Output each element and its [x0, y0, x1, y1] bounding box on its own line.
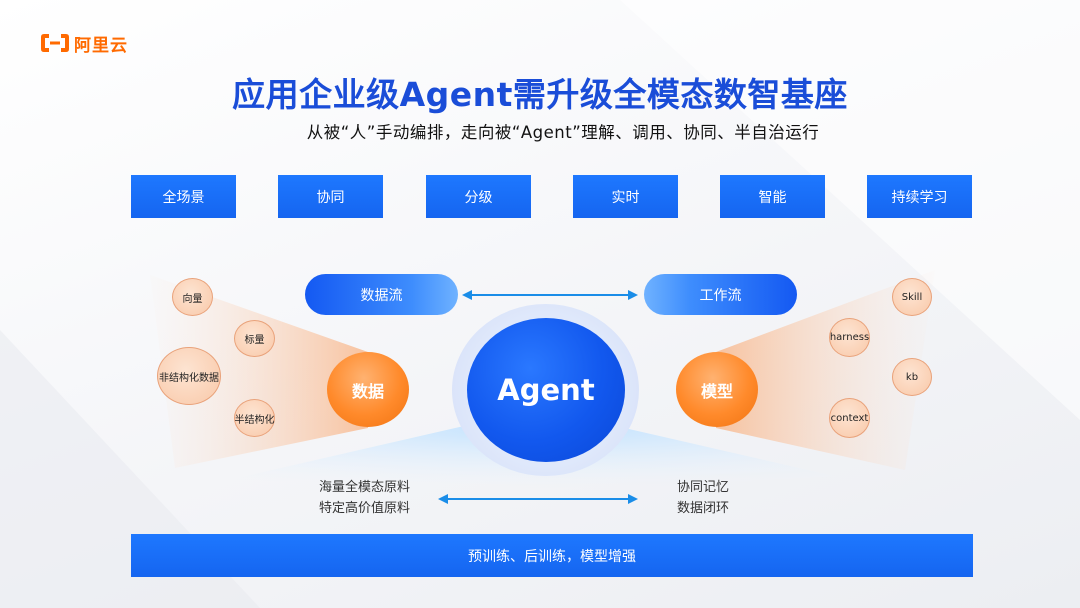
tag-continuous-learning: 持续学习	[867, 175, 972, 218]
memory-line-2: 数据闭环	[677, 501, 730, 516]
model-cone	[716, 270, 935, 470]
tag-collaboration: 协同	[278, 175, 383, 218]
bubble-vector: 向量	[172, 278, 213, 316]
memory-loop-labels: 协同记忆 数据闭环	[677, 477, 729, 519]
training-bar: 预训练、后训练，模型增强	[131, 534, 973, 577]
bubble-kb: kb	[892, 358, 932, 396]
agent-core: Agent	[467, 318, 625, 462]
bottom-double-arrow	[438, 494, 638, 504]
logo-text: 阿里云	[74, 35, 128, 56]
data-flow-pill: 数据流	[305, 274, 458, 315]
aliyun-logo-icon	[41, 34, 69, 52]
bubble-semi-structured: 半结构化	[234, 399, 275, 437]
workflow-pill: 工作流	[644, 274, 797, 315]
data-cone	[150, 275, 368, 468]
bubble-unstructured-data: 非结构化数据	[157, 347, 221, 405]
raw-material-labels: 海量全模态原料 特定高价值原料	[319, 477, 410, 519]
tag-all-scenario: 全场景	[131, 175, 236, 218]
aliyun-logo: 阿里云	[40, 31, 128, 56]
model-hub: 模型	[676, 352, 758, 427]
page-subtitle: 从被“人”手动编排，走向被“Agent”理解、调用、协同、半自治运行	[306, 123, 820, 142]
bubble-scalar: 标量	[234, 320, 275, 357]
tag-intelligent: 智能	[720, 175, 825, 218]
bubble-skill: Skill	[892, 278, 932, 316]
memory-line-1: 协同记忆	[677, 480, 730, 495]
page-title: 应用企业级Agent需升级全模态数智基座	[232, 75, 848, 114]
data-hub: 数据	[327, 352, 409, 427]
bubble-harness: harness	[829, 318, 870, 357]
raw-material-line-1: 海量全模态原料	[319, 480, 411, 495]
flow-double-arrow	[462, 290, 638, 300]
tag-tiered: 分级	[426, 175, 531, 218]
tag-realtime: 实时	[573, 175, 678, 218]
bubble-context: context	[829, 398, 870, 438]
raw-material-line-2: 特定高价值原料	[319, 501, 411, 516]
